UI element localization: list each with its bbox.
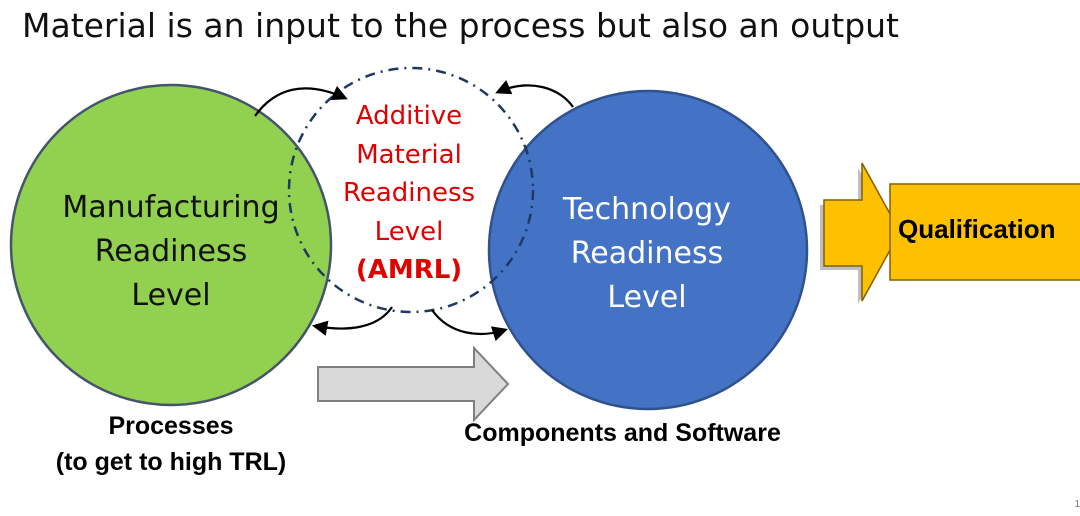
mrl-line-3: Level bbox=[131, 278, 211, 313]
technology-readiness-circle bbox=[487, 89, 809, 411]
amrl-dashed-circle bbox=[287, 66, 535, 314]
amrl-line-1: Additive bbox=[355, 101, 463, 131]
amrl-line-2: Material bbox=[356, 139, 462, 170]
mrl-line-1: Manufacturing bbox=[62, 190, 280, 225]
processes-caption: Processes (to get to high TRL) bbox=[30, 408, 312, 480]
trl-line-3: Level bbox=[607, 280, 687, 315]
trl-line-2: Readiness bbox=[570, 236, 724, 271]
mrl-line-2: Readiness bbox=[94, 234, 248, 269]
amrl-abbreviation: (AMRL) bbox=[355, 255, 463, 285]
amrl-label: Additive Material Readiness Level (AMRL) bbox=[330, 97, 488, 290]
technology-readiness-label: Technology Readiness Level bbox=[535, 188, 759, 320]
processes-caption-line-2: (to get to high TRL) bbox=[55, 448, 287, 476]
gray-block-arrow bbox=[317, 345, 510, 423]
top-left-curved-arrow bbox=[254, 85, 348, 117]
amrl-line-4: Level bbox=[374, 216, 444, 247]
bottom-left-curved-arrow bbox=[311, 306, 393, 336]
page-number: 1 bbox=[1074, 499, 1080, 510]
trl-line-1: Technology bbox=[562, 192, 732, 227]
amrl-line-3: Readiness bbox=[342, 178, 476, 208]
yellow-block-arrow bbox=[823, 162, 901, 302]
qualification-box bbox=[889, 183, 1080, 281]
manufacturing-readiness-label: Manufacturing Readiness Level bbox=[55, 186, 287, 318]
slide-title: Material is an input to the process but … bbox=[22, 6, 899, 45]
bottom-right-curved-arrow bbox=[431, 309, 508, 342]
top-right-curved-arrow bbox=[495, 80, 574, 108]
qualification-label: Qualification bbox=[898, 214, 1056, 244]
processes-caption-line-1: Processes bbox=[108, 412, 234, 440]
components-caption: Components and Software bbox=[464, 419, 781, 447]
manufacturing-readiness-circle bbox=[9, 83, 333, 407]
